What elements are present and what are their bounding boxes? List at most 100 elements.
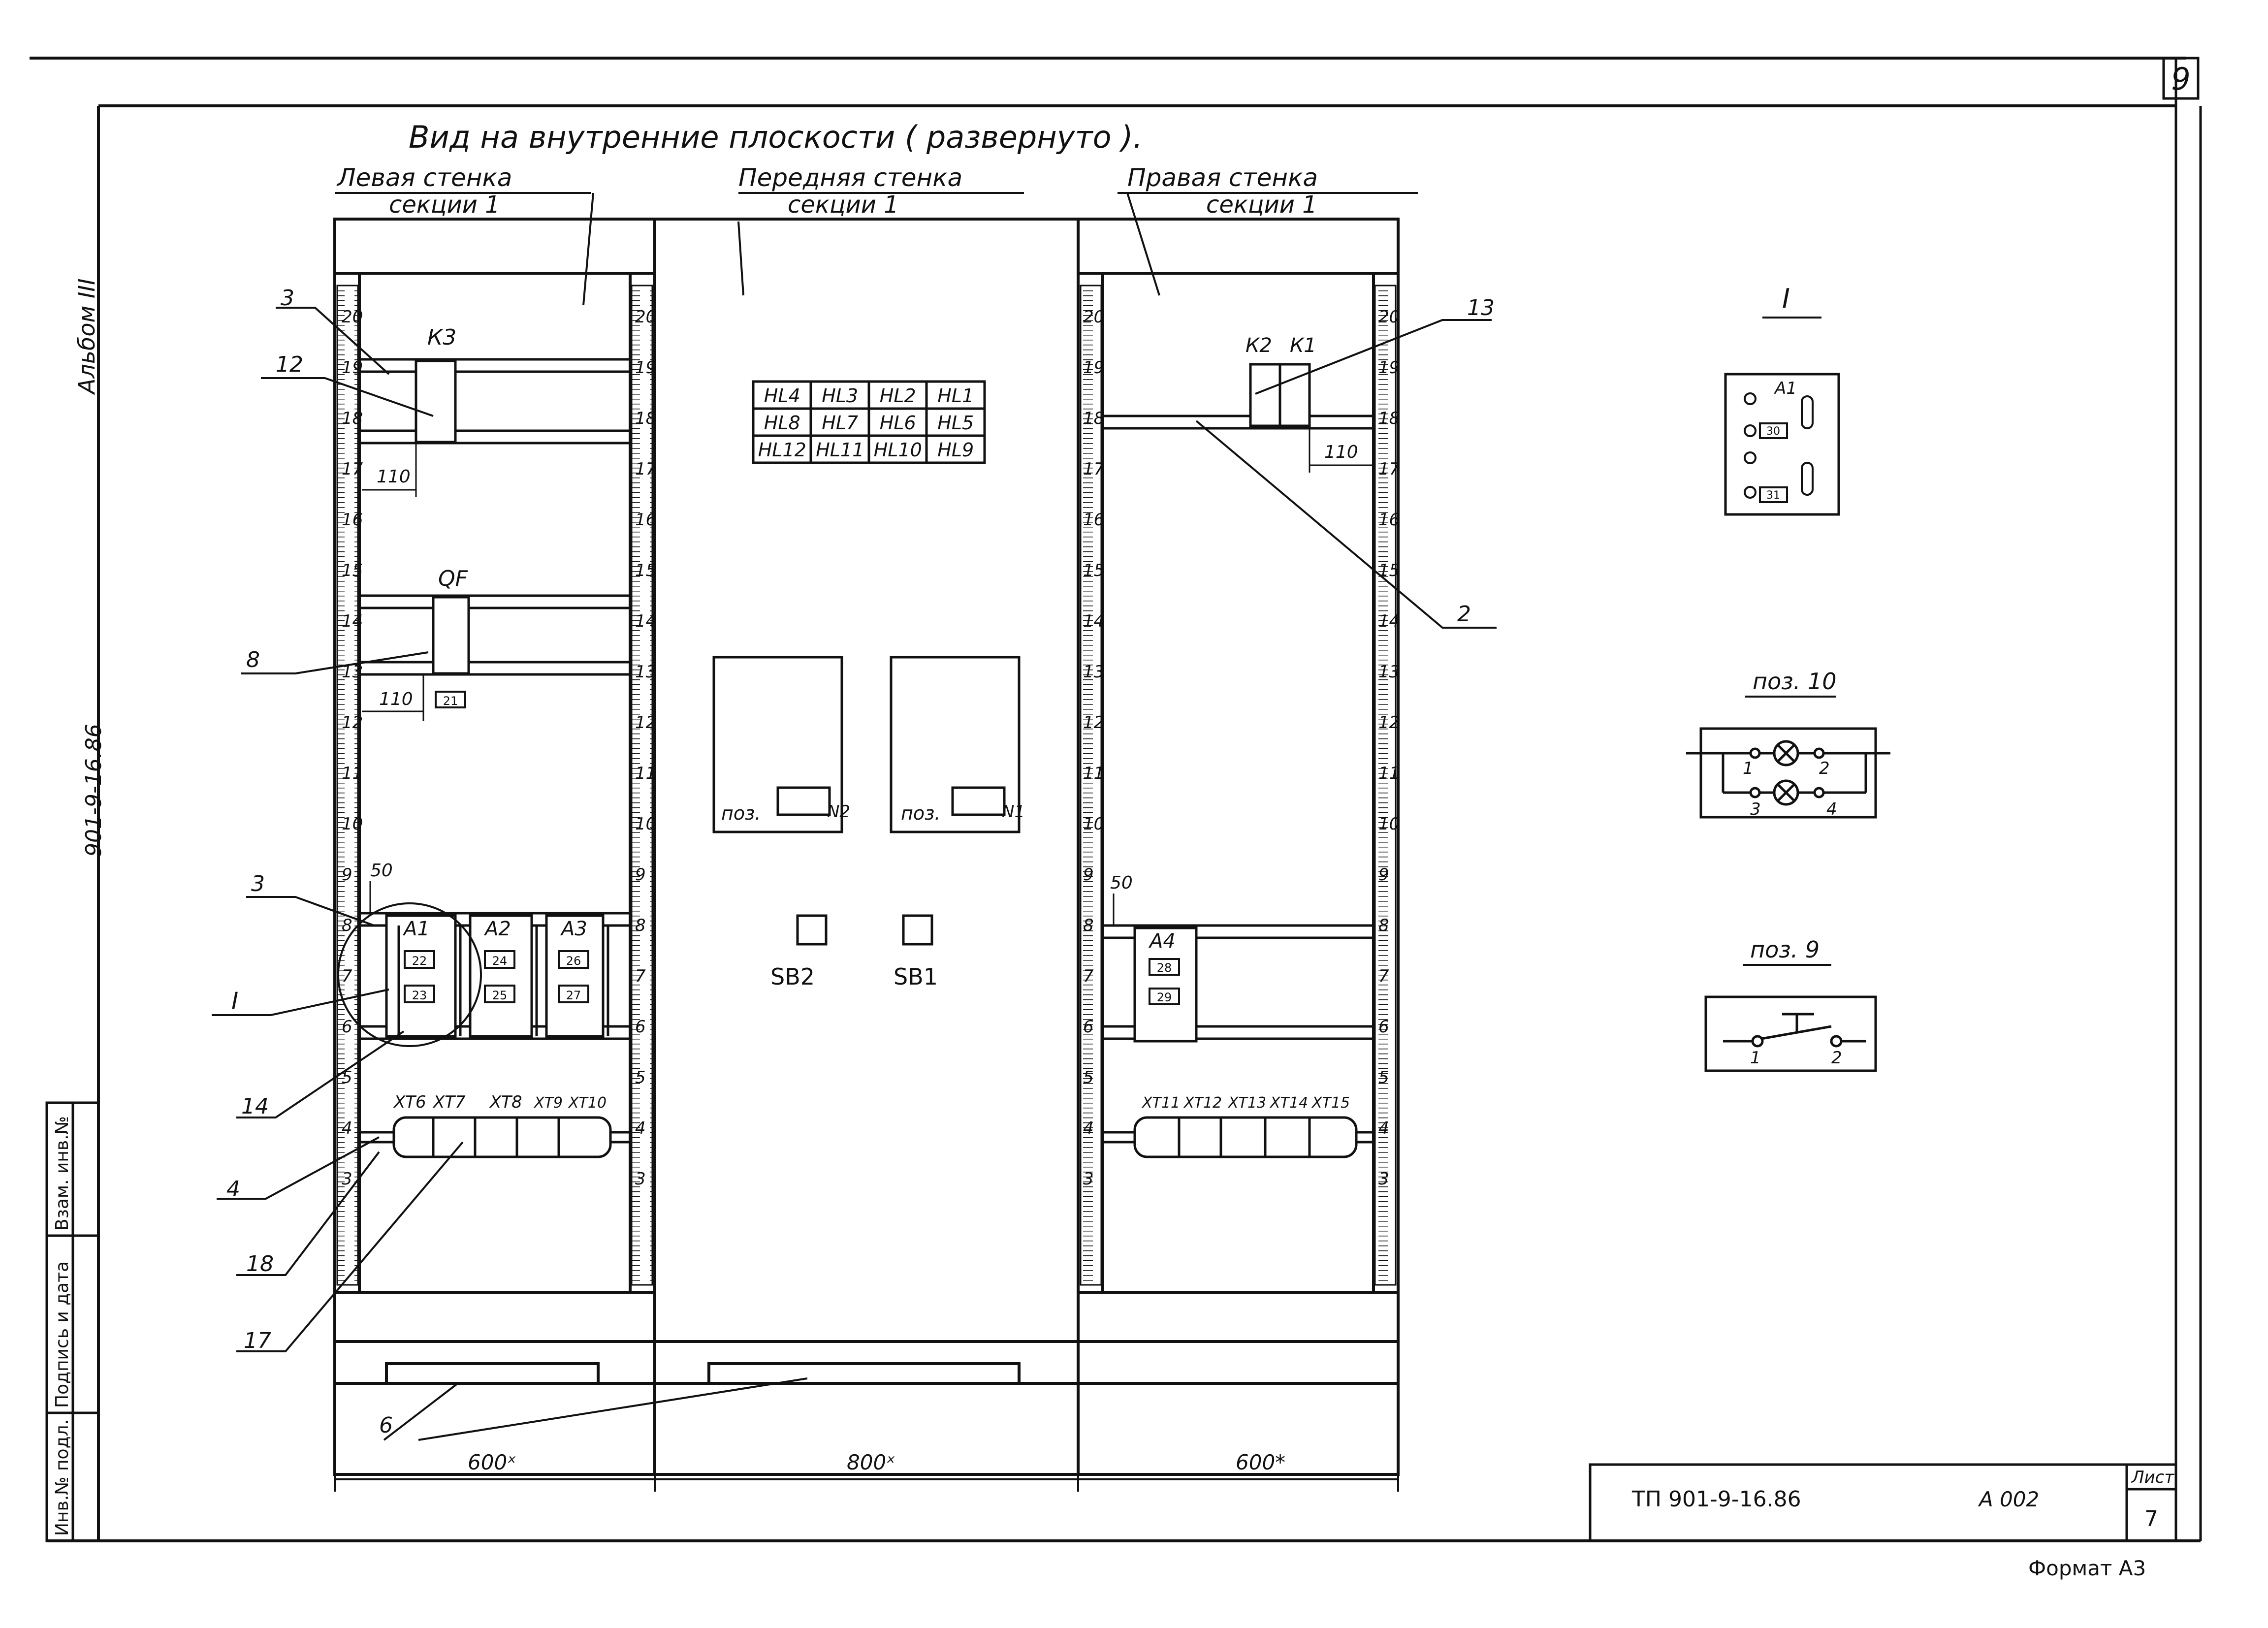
ruler-number: 4 <box>1083 1118 1094 1138</box>
ruler-number: 15 <box>342 561 363 580</box>
ruler-number: 12 <box>342 713 363 733</box>
tag-26: 26 <box>566 954 581 968</box>
ruler-number: 10 <box>342 814 363 834</box>
hl-lamp-label: HL3 <box>822 385 858 407</box>
ruler-number: 12 <box>1083 713 1104 733</box>
format-label: Формат А3 <box>2028 1556 2146 1580</box>
xt9-label: ХТ9 <box>533 1094 563 1112</box>
ruler-number: 19 <box>342 358 363 378</box>
xt15-label: ХТ15 <box>1311 1094 1350 1112</box>
device-a4 <box>1133 926 1198 1043</box>
ruler-number: 16 <box>1083 510 1104 530</box>
ruler-number: 6 <box>635 1017 646 1037</box>
k3-relay <box>415 359 457 444</box>
front-wall-title: Передняя стенка <box>738 163 962 192</box>
ruler-number: 18 <box>342 409 363 428</box>
hl-lamp-label: HL10 <box>874 439 922 461</box>
hl-grid-frame <box>752 380 986 464</box>
ruler-number: 9 <box>1378 865 1389 885</box>
ruler-number: 5 <box>342 1068 352 1087</box>
ruler-number: 3 <box>635 1169 646 1189</box>
left-device-tag-boxes <box>404 950 589 1003</box>
ruler-number: 18 <box>1083 409 1104 428</box>
pos-right-text: поз. <box>901 802 940 824</box>
hl-lamp-label: HL12 <box>758 439 806 461</box>
pos10-node-2: 2 <box>1819 759 1830 778</box>
qf-tag: 21 <box>443 694 458 708</box>
callout-18: 18 <box>246 1251 274 1277</box>
stamp-inv-podl: Инв.№ подл. <box>52 1419 72 1536</box>
ruler-number: 19 <box>635 358 656 378</box>
ruler-number: 16 <box>635 510 656 530</box>
k1-dim-110: 110 <box>1324 442 1358 462</box>
ruler-number: 11 <box>635 764 656 783</box>
qf-breaker <box>432 596 470 675</box>
pos10-node-1: 1 <box>1743 759 1754 778</box>
ruler-number: 17 <box>635 459 657 479</box>
ruler-number: 20 <box>635 307 656 327</box>
device-a1-label: А1 <box>402 918 430 940</box>
pos9-node-1: 1 <box>1750 1048 1761 1068</box>
ruler-number: 20 <box>1378 307 1400 327</box>
ruler-number: 18 <box>635 409 656 428</box>
ruler-number: 4 <box>635 1118 646 1138</box>
ruler-number: 7 <box>1378 966 1389 986</box>
pos9-schematic <box>1704 995 1877 1072</box>
drawing-title: Вид на внутренние плоскости ( развернуто… <box>409 119 1143 155</box>
title-block-sheet-label: Лист <box>2131 1468 2174 1487</box>
ruler-number: 20 <box>342 307 363 327</box>
pos10-node-4: 4 <box>1826 799 1837 819</box>
ruler-number: 6 <box>1083 1017 1094 1037</box>
hl-lamp-label: HL11 <box>816 439 864 461</box>
ruler-number: 5 <box>1378 1068 1389 1087</box>
detail-i-tag-31: 31 <box>1766 489 1780 502</box>
ruler-number: 9 <box>635 865 646 885</box>
callout-13: 13 <box>1467 295 1495 320</box>
tag-24: 24 <box>492 954 508 968</box>
side-project-code: 901-9-16.86 <box>81 724 106 857</box>
detail-i-tag-30: 30 <box>1766 425 1780 438</box>
tag-29: 29 <box>1157 990 1172 1004</box>
front-wall-section: секции 1 <box>788 191 899 219</box>
rulers <box>336 285 1397 1286</box>
detail-i-terminals <box>1744 392 1814 503</box>
ruler-number: 14 <box>1378 611 1400 631</box>
xt14-label: ХТ14 <box>1269 1094 1308 1112</box>
ruler-number: 14 <box>1083 611 1104 631</box>
ruler-number: 3 <box>342 1169 352 1189</box>
hl-lamp-label: HL9 <box>937 439 974 461</box>
hl-lamp-label: HL7 <box>822 412 858 434</box>
wall-title-leaders <box>582 192 1160 306</box>
pos9-node-2: 2 <box>1831 1048 1842 1068</box>
device-a4-label: А4 <box>1148 930 1176 953</box>
dim-left-600: 600ˣ <box>468 1450 516 1474</box>
tag-22: 22 <box>412 954 427 968</box>
ruler-number: 16 <box>342 510 363 530</box>
callout-leaders <box>212 307 1497 1441</box>
detail-i-label: А1 <box>1774 379 1797 398</box>
callout-14: 14 <box>241 1094 269 1119</box>
ruler-number: 17 <box>342 459 363 479</box>
title-block-code: ТП 901-9-16.86 <box>1631 1487 1801 1512</box>
k3-label: К3 <box>427 325 456 350</box>
detail-i-title: I <box>1782 283 1790 314</box>
callout-3-top: 3 <box>281 286 294 311</box>
album-label: Альбом III <box>73 278 100 395</box>
right-wall-section: секции 1 <box>1206 191 1317 219</box>
front-boxes <box>712 656 1021 946</box>
ruler-number: 8 <box>635 916 646 935</box>
ruler-number: 3 <box>1083 1169 1094 1189</box>
bottom-dimensions <box>334 1474 1399 1492</box>
ruler-number: 10 <box>1378 814 1400 834</box>
ruler-number: 20 <box>1083 307 1104 327</box>
pos10-title: поз. 10 <box>1753 668 1836 695</box>
ruler-number: 9 <box>342 865 352 885</box>
ruler-number: 4 <box>1378 1118 1389 1138</box>
ruler-number: 8 <box>1378 916 1389 935</box>
sb1-label: SB1 <box>894 963 938 990</box>
pos10-schematic <box>1686 727 1890 819</box>
ruler-number: 11 <box>342 764 363 783</box>
ruler-number: 13 <box>1378 662 1400 682</box>
k2-label: К2 <box>1246 334 1272 357</box>
ruler-number: 14 <box>342 611 363 631</box>
